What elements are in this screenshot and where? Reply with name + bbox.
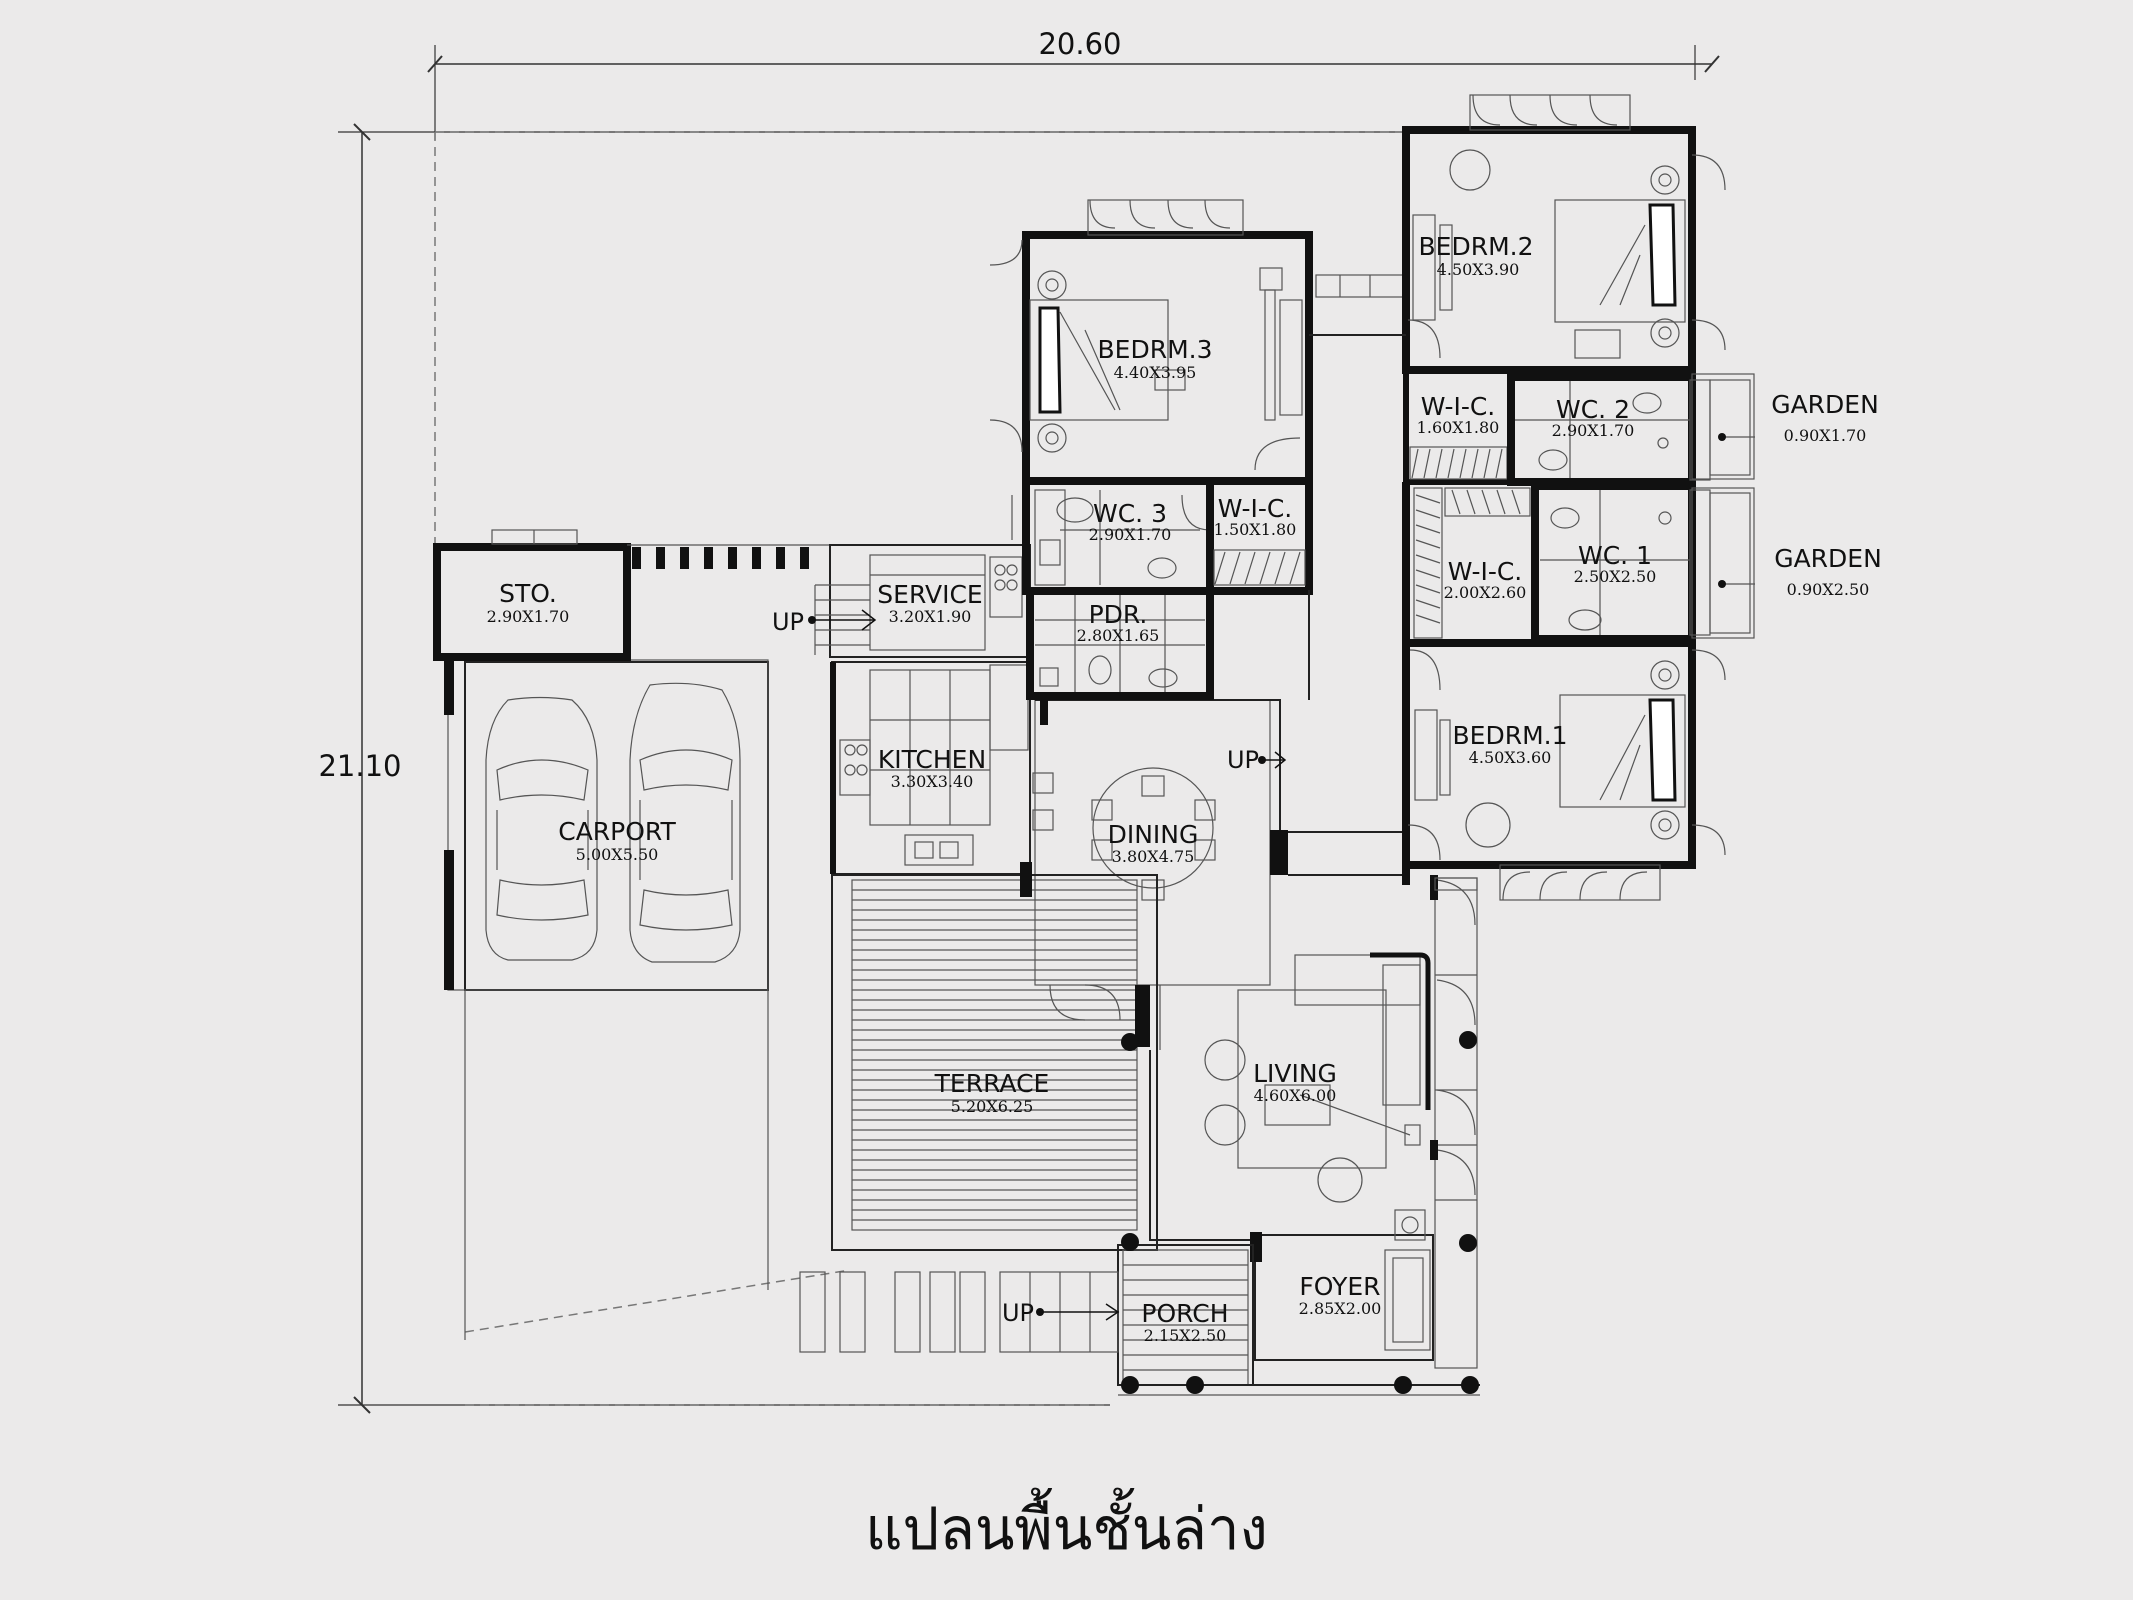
room-name-garden-bottom: GARDEN (1774, 544, 1882, 573)
room-size-bedroom3: 4.40X3.95 (1114, 363, 1197, 382)
room-size-kitchen: 3.30X3.40 (891, 772, 974, 791)
room-name-foyer: FOYER (1299, 1272, 1380, 1301)
car-right-icon (629, 682, 741, 963)
width-dimension: 20.60 (1038, 27, 1121, 61)
room-name-porch: PORCH (1141, 1299, 1228, 1328)
plan-title: แปลนพื้นชั้นล่าง (865, 1495, 1268, 1563)
garden-bottom (1691, 487, 1755, 639)
room-name-bedroom1: BEDRM.1 (1453, 721, 1568, 750)
room-size-garden-bottom: 0.90X2.50 (1787, 580, 1870, 599)
room-name-living: LIVING (1253, 1059, 1337, 1088)
room-name-terrace: TERRACE (934, 1069, 1050, 1098)
bedroom3-block (989, 199, 1407, 485)
room-size-carport: 5.00X5.50 (576, 845, 659, 864)
room-size-garden-top: 0.90X1.70 (1784, 426, 1867, 445)
room-name-garden-top: GARDEN (1771, 390, 1879, 419)
site-boundary (434, 131, 1405, 1406)
room-name-wc2: WC. 2 (1556, 395, 1630, 424)
room-size-porch: 2.15X2.50 (1144, 1326, 1227, 1345)
room-size-wc3: 2.90X1.70 (1089, 525, 1172, 544)
room-name-powder: PDR. (1089, 600, 1148, 629)
room-name-storage: STO. (499, 579, 557, 608)
room-name-bedroom2: BEDRM.2 (1419, 232, 1534, 261)
carport-area (444, 659, 769, 1340)
room-size-wc1: 2.50X2.50 (1574, 567, 1657, 586)
room-name-wic-bedroom2: W-I-C. (1421, 392, 1496, 421)
room-size-terrace: 5.20X6.25 (951, 1097, 1034, 1116)
garden-top (1691, 373, 1755, 480)
storage-room (433, 529, 631, 661)
room-name-wic-bedroom1: W-I-C. (1448, 557, 1523, 586)
terrace-area (831, 874, 1158, 1251)
room-name-wic-bedroom3: W-I-C. (1218, 494, 1293, 523)
room-name-wc1: WC. 1 (1578, 541, 1652, 570)
dining-room (1034, 699, 1405, 986)
room-size-foyer: 2.85X2.00 (1299, 1299, 1382, 1318)
room-name-carport: CARPORT (558, 817, 676, 846)
wic-bedroom3 (1206, 477, 1313, 595)
bedroom2-block (1402, 94, 1726, 374)
room-size-wic-bedroom1: 2.00X2.60 (1444, 583, 1527, 602)
room-size-bedroom2: 4.50X3.90 (1437, 260, 1520, 279)
room-size-storage: 2.90X1.70 (487, 607, 570, 626)
stair-up-service (808, 609, 877, 631)
columns (1121, 1031, 1479, 1394)
room-name-dining: DINING (1108, 820, 1199, 849)
up-marker-porch: UP (1002, 1299, 1034, 1327)
room-size-bedroom1: 4.50X3.60 (1469, 748, 1552, 767)
room-name-wc3: WC. 3 (1093, 499, 1167, 528)
bedroom1-block (1402, 639, 1726, 901)
room-size-powder: 2.80X1.65 (1077, 626, 1160, 645)
depth-dimension: 21.10 (318, 749, 401, 783)
wic-bedroom1 (1402, 482, 1531, 640)
living-room (1149, 952, 1431, 1241)
up-marker-dining: UP (1227, 746, 1259, 774)
up-marker-service: UP (772, 608, 804, 636)
room-size-service: 3.20X1.90 (889, 607, 972, 626)
room-name-service: SERVICE (877, 580, 982, 609)
powder-room (1026, 587, 1214, 700)
car-left-icon (485, 696, 598, 961)
room-name-kitchen: KITCHEN (878, 745, 986, 774)
room-size-wc2: 2.90X1.70 (1552, 421, 1635, 440)
pergola (627, 544, 830, 569)
room-size-living: 4.60X6.00 (1254, 1086, 1337, 1105)
corridor (1020, 334, 1406, 878)
room-size-wic-bedroom3: 1.50X1.80 (1214, 520, 1297, 539)
stair-up-dining (1258, 751, 1287, 769)
foyer-room (1250, 875, 1478, 1369)
stair-up-porch (1036, 1303, 1120, 1321)
room-name-bedroom3: BEDRM.3 (1098, 335, 1213, 364)
front-steps (799, 1271, 1119, 1353)
room-size-dining: 3.80X4.75 (1112, 847, 1195, 866)
room-size-wic-bedroom2: 1.60X1.80 (1417, 418, 1500, 437)
